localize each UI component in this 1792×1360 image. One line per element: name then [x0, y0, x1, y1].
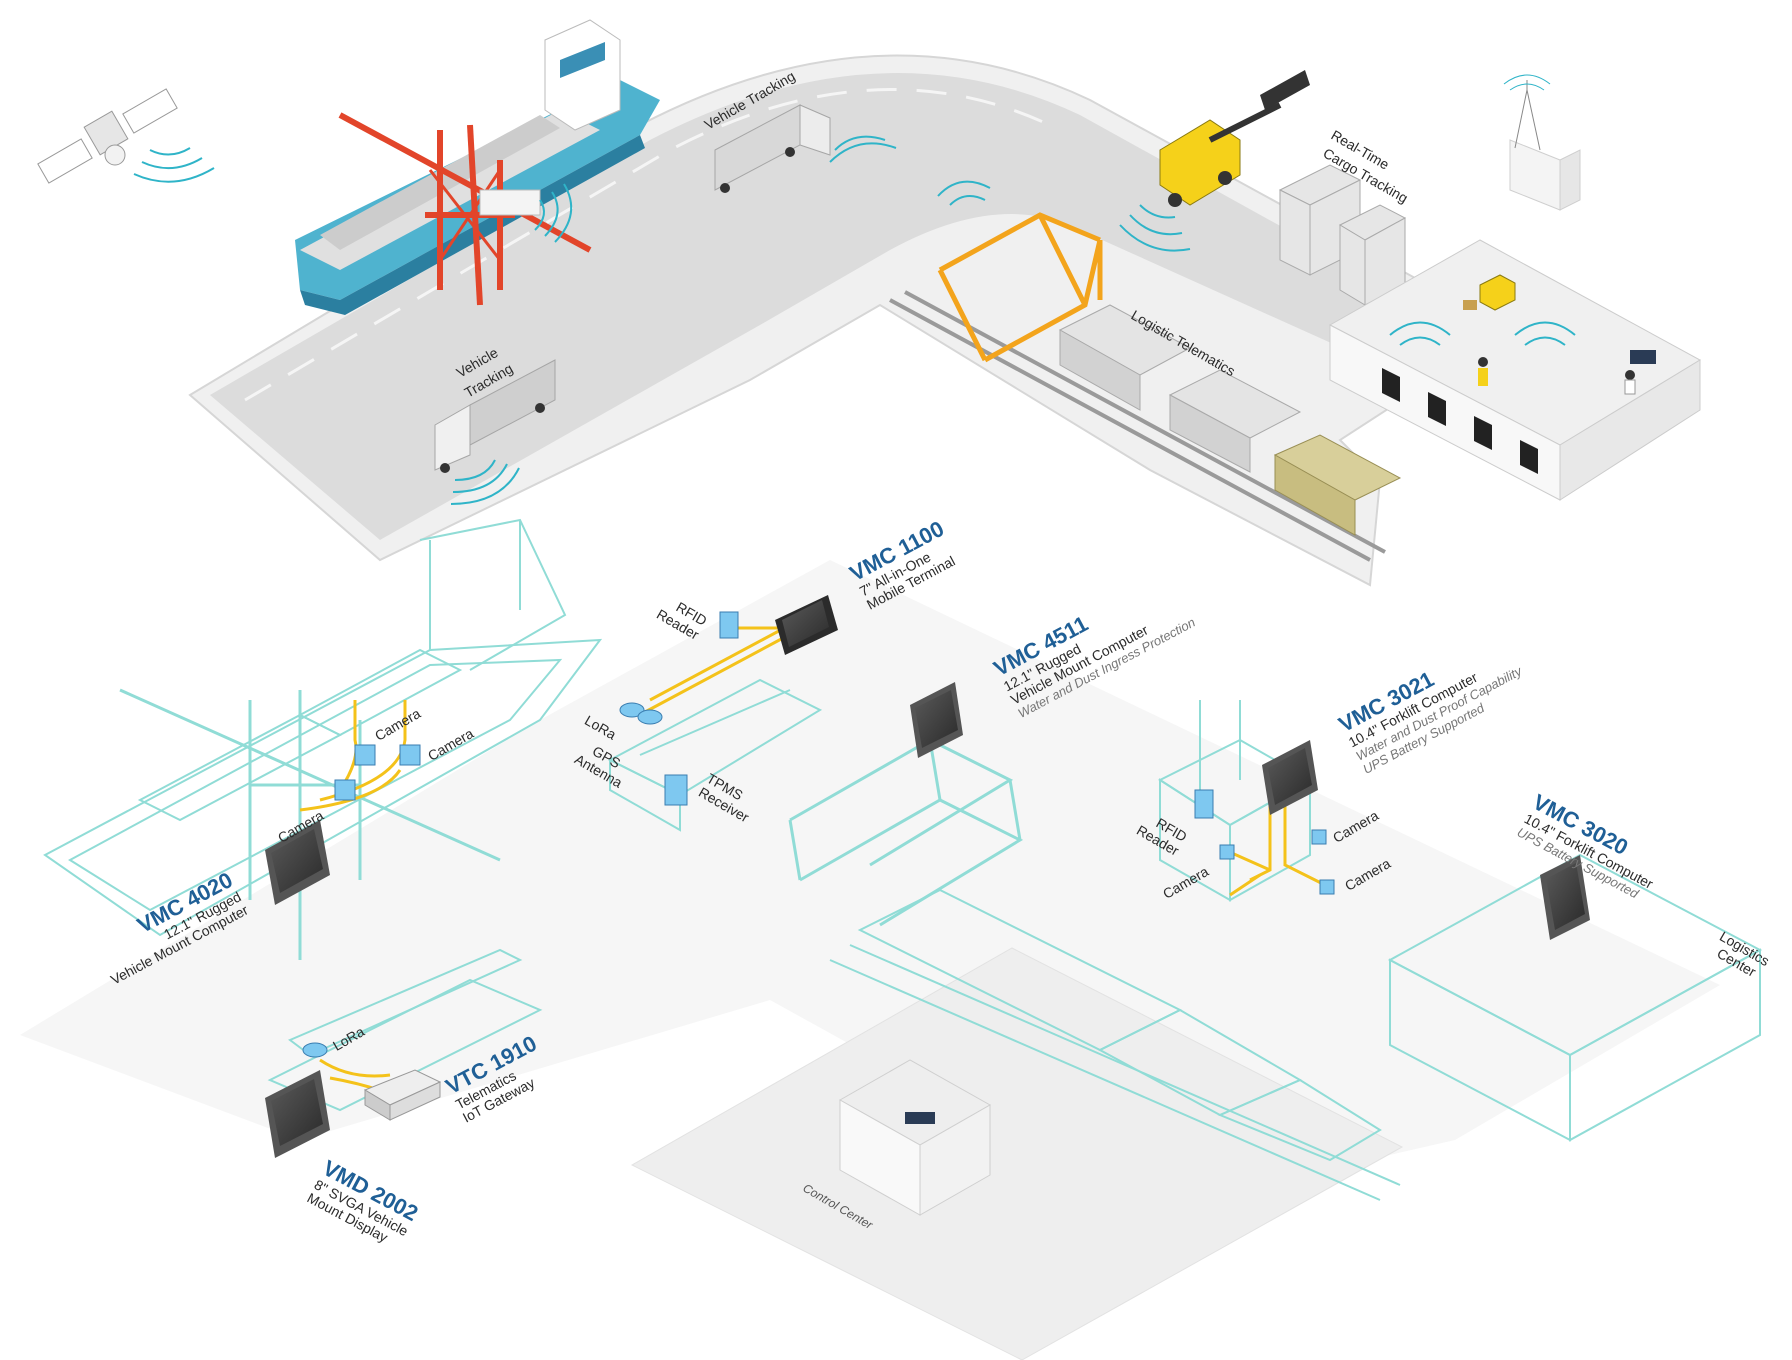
wireframe-truck-mid — [607, 678, 823, 832]
forklift-icon — [1463, 274, 1516, 311]
satellite-icon — [37, 88, 178, 184]
warehouse-doors-icon — [1382, 368, 1538, 474]
truck-top-icon — [714, 104, 831, 193]
lower-floor — [20, 560, 1720, 1360]
vmc3021-device-icon — [1262, 740, 1318, 815]
lora-gps-antenna-icon — [302, 702, 663, 1058]
reach-stacker-icon — [1159, 70, 1310, 207]
train-icon — [1058, 304, 1402, 536]
gantry-crane-icon — [338, 112, 592, 306]
forklift-camera-icon — [1219, 829, 1335, 895]
satellite-signal-icon — [133, 147, 215, 183]
rfid-reader-icon — [719, 611, 1214, 819]
wireframe-logistics-center — [1387, 853, 1763, 1142]
camera-icon — [334, 744, 421, 801]
worker-icon — [1478, 357, 1488, 386]
crane-signal-icon — [534, 183, 573, 243]
operator-desk-icon — [1624, 350, 1656, 395]
vmc1100-device-icon — [775, 595, 838, 655]
truck-left-icon — [434, 359, 556, 473]
rail-gantry-signal-icon — [937, 180, 991, 206]
vmc4020-device-icon — [265, 820, 330, 905]
warehouse-signal-icon — [1389, 321, 1576, 346]
control-center-room — [838, 1059, 992, 1216]
truck-top-signal-icon — [829, 135, 897, 163]
vmc4511-device-icon — [910, 682, 963, 758]
crane-cab-icon — [479, 189, 541, 216]
vtc1910-device-icon — [363, 1069, 442, 1121]
cell-tower-icon — [1503, 74, 1581, 211]
vmc3020-device-icon — [1540, 855, 1590, 940]
wireframe-train — [829, 888, 1401, 1201]
rail-gantry-icon — [937, 212, 1103, 363]
reach-stacker-signal-icon — [1119, 204, 1191, 252]
wireframe-ship — [43, 518, 603, 937]
tpms-receiver-icon — [664, 774, 688, 806]
truck-left-signal-icon — [450, 459, 520, 505]
containers-stack-icon — [1278, 164, 1407, 306]
vmd2002-device-icon — [265, 1070, 330, 1158]
